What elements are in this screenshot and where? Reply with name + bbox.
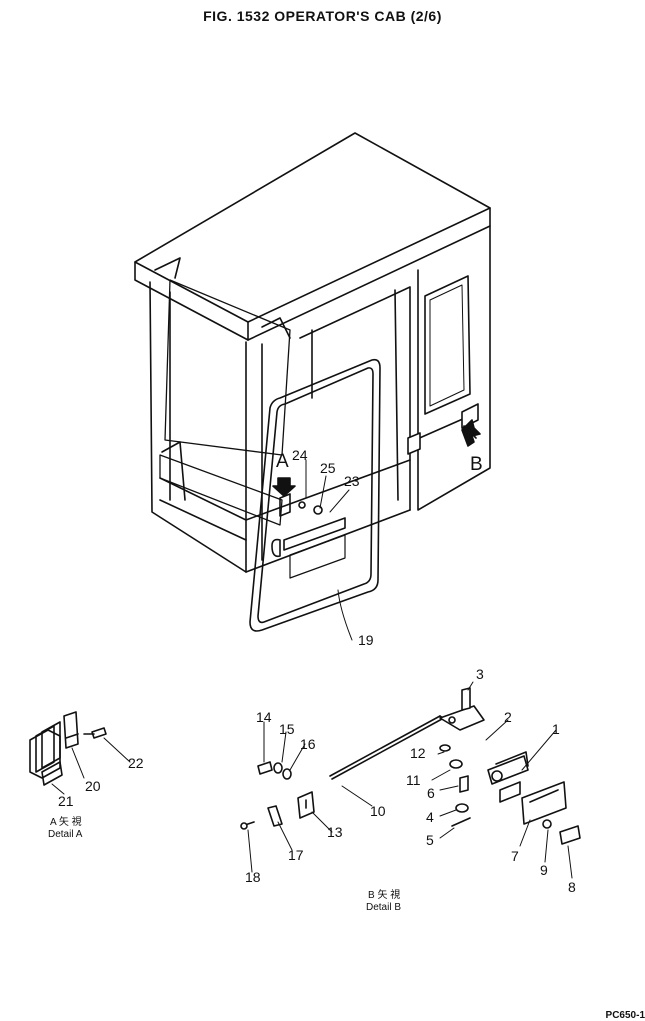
callout-13: 13 [327,824,343,840]
figure-title: FIG. 1532 OPERATOR'S CAB (2/6) [203,8,442,24]
callout-15: 15 [279,721,295,737]
callout-25: 25 [320,460,336,476]
callout-3: 3 [476,666,484,682]
callout-20: 20 [85,778,101,794]
callout-9: 9 [540,862,548,878]
callout-8: 8 [568,879,576,895]
cab-body [134,132,491,573]
callout-5: 5 [426,832,434,848]
callout-14: 14 [256,709,272,725]
callout-6: 6 [427,785,435,801]
view-a-label: A [276,451,289,472]
callout-11: 11 [406,772,421,788]
detail-b-parts [240,687,581,845]
leader-lines [51,459,573,879]
callout-22: 22 [128,755,144,771]
view-b-arrow-icon [461,419,481,447]
detail-b-caption-line1: B 矢 視 [368,890,401,901]
callout-12: 12 [410,745,426,761]
callout-18: 18 [245,869,261,885]
door-seal [249,358,381,632]
callout-24: 24 [292,447,308,463]
callout-19: 19 [358,632,374,648]
callout-2: 2 [504,709,512,725]
callout-1: 1 [552,721,560,737]
drawing-code: PC650-1 [605,1010,645,1021]
view-b-label: B [470,454,483,475]
callout-21: 21 [58,793,74,809]
callout-4: 4 [426,809,434,825]
detail-a-parts [29,711,107,786]
callout-10: 10 [370,803,386,819]
callout-17: 17 [288,847,304,863]
callout-7: 7 [511,848,519,864]
view-a-arrow-icon [272,477,296,497]
detail-a-caption-line2: Detail A [48,829,83,840]
callout-16: 16 [300,736,316,752]
callout-23: 23 [344,473,360,489]
detail-b-caption-line2: Detail B [366,902,402,913]
detail-a-caption-line1: A 矢 視 [50,817,82,828]
